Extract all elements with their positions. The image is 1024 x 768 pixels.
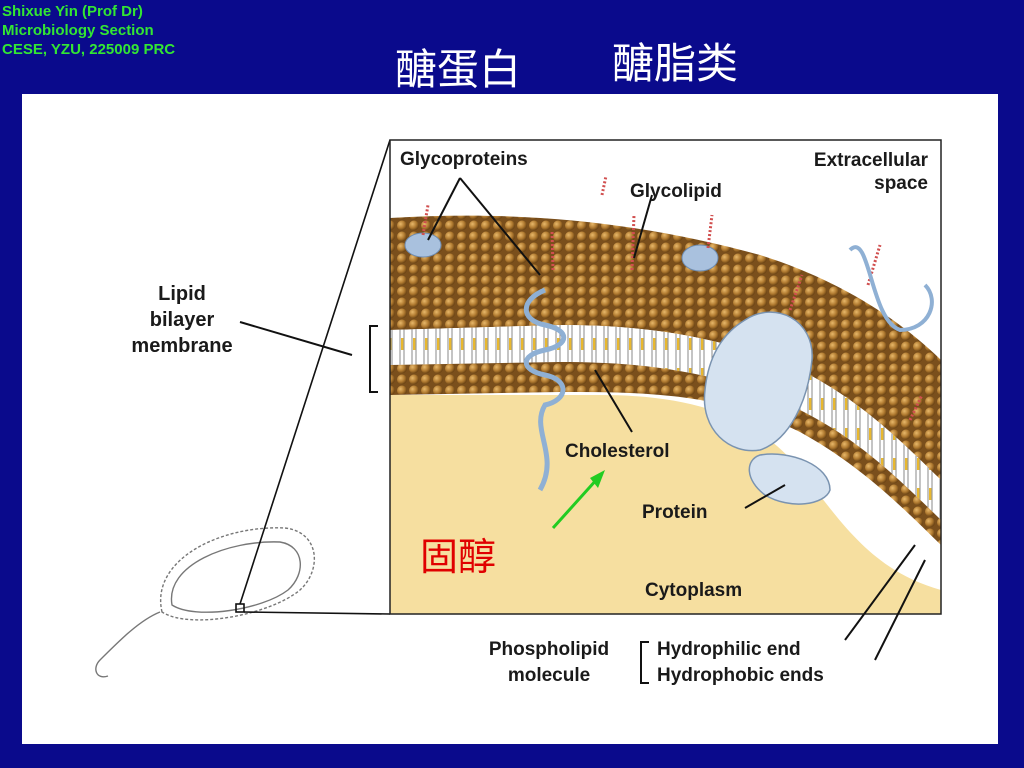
label-space: space: [874, 173, 928, 194]
label-hydrophobic: Hydrophobic ends: [657, 665, 824, 686]
label-cytoplasm: Cytoplasm: [645, 580, 742, 601]
credit-line-3: CESE, YZU, 225009 PRC: [2, 41, 176, 58]
membrane-view: [390, 140, 941, 614]
label-hydrophilic: Hydrophilic end: [657, 639, 801, 660]
leader-lines: [239, 177, 926, 684]
label-extracellular: Extracellular: [814, 150, 929, 171]
credit-line-1: Shixue Yin (Prof Dr): [2, 3, 143, 20]
sugar-chains: [421, 175, 924, 421]
glycoprotein-2: [681, 244, 719, 272]
label-lipid: Lipid: [158, 283, 206, 305]
title-glycolipid: 醣脂类: [612, 39, 739, 88]
label-membrane: membrane: [131, 335, 232, 357]
label-cholesterol: Cholesterol: [565, 441, 670, 462]
label-bilayer: bilayer: [150, 309, 215, 331]
label-protein: Protein: [642, 502, 707, 523]
label-cholesterol-cn: 固醇: [420, 535, 496, 579]
cholesterol-arrow: [551, 470, 605, 530]
glycoprotein-1: [404, 232, 442, 258]
bacterium-sketch: [95, 527, 315, 678]
label-phospholipid: Phospholipid: [489, 639, 609, 660]
glycoprotein-chain: [848, 245, 934, 333]
inner-head-layer: [390, 362, 941, 545]
title-glycoprotein: 醣蛋白: [395, 45, 522, 94]
label-glycoproteins: Glycoproteins: [400, 149, 528, 170]
label-molecule: molecule: [508, 665, 590, 686]
zoom-lines: [239, 139, 391, 615]
credit-line-2: Microbiology Section: [2, 22, 154, 39]
transmembrane-protein: [703, 311, 813, 452]
helix-protein: [523, 287, 567, 492]
author-credit: Shixue Yin (Prof Dr) Microbiology Sectio…: [2, 2, 175, 59]
cytoplasm-region: [390, 395, 941, 614]
outer-head-layer: [390, 215, 941, 480]
label-glycolipid: Glycolipid: [630, 181, 722, 202]
peripheral-protein: [748, 453, 831, 505]
zoom-box: [389, 139, 942, 615]
